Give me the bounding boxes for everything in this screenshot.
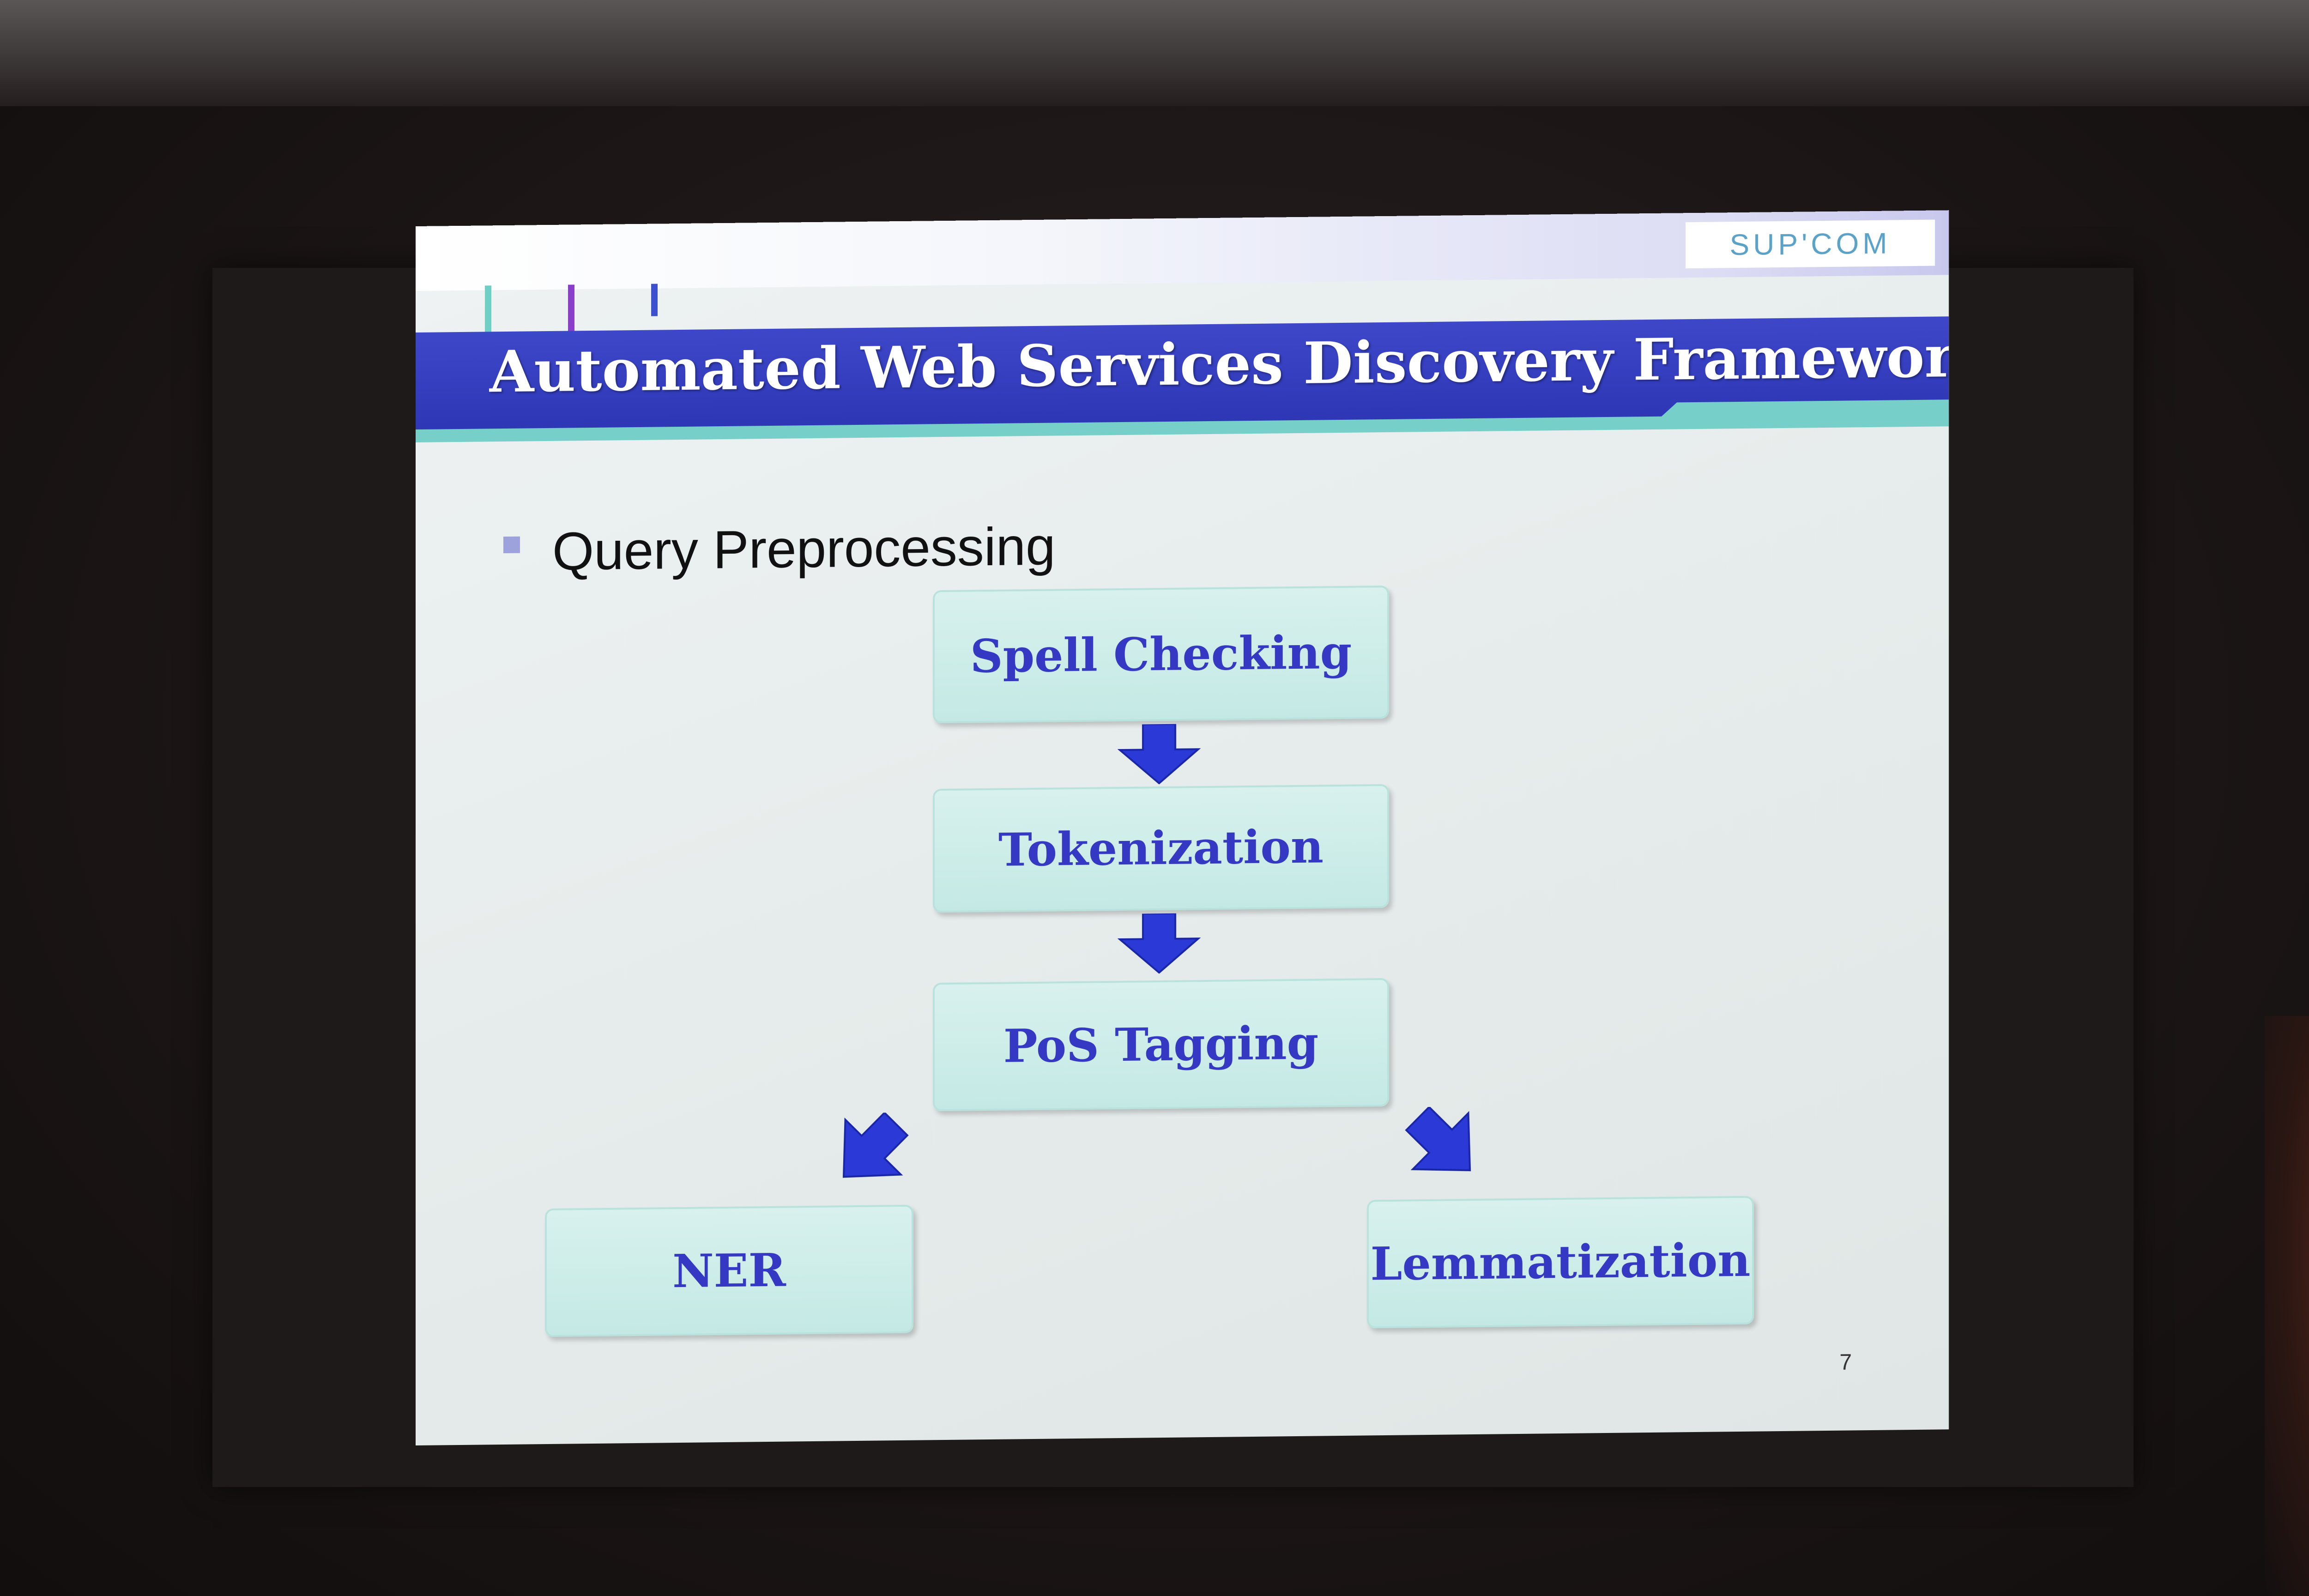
flow-box-tokenization: Tokenization (933, 784, 1389, 913)
arrow-down-icon (1118, 724, 1201, 785)
bullet-square-icon (503, 536, 520, 554)
flow-box-pos-tagging: PoS Tagging (933, 978, 1389, 1112)
decor-bar-teal (485, 285, 491, 332)
arrow-down-left-icon (842, 1112, 909, 1178)
decor-bar-blue (651, 284, 658, 316)
foreground-shadow (2265, 1016, 2309, 1596)
ceiling (0, 0, 2309, 106)
flow-box-label: PoS Tagging (1003, 1016, 1319, 1073)
flow-box-label: Lemmatization (1370, 1233, 1751, 1291)
bullet-item: Query Preprocessing (503, 515, 1056, 583)
flow-box-label: Tokenization (998, 820, 1324, 877)
arrow-down-right-icon (1405, 1106, 1471, 1172)
arrow-down-icon (1118, 913, 1201, 974)
supcom-logo: SUP'COM (1686, 219, 1935, 269)
projected-slide: SUP'COM Automated Web Services Discovery… (416, 210, 1949, 1446)
flow-box-ner: NER (545, 1204, 913, 1337)
slide-page-number: 7 (1839, 1350, 1852, 1375)
flow-box-lemmatization: Lemmatization (1367, 1196, 1754, 1329)
logo-text: SUP'COM (1729, 226, 1891, 262)
flow-box-label: NER (672, 1244, 786, 1298)
decor-bar-purple (568, 284, 574, 331)
flow-box-label: Spell Checking (970, 626, 1352, 683)
flow-box-spell-checking: Spell Checking (933, 585, 1389, 724)
bullet-text: Query Preprocessing (552, 516, 1056, 581)
